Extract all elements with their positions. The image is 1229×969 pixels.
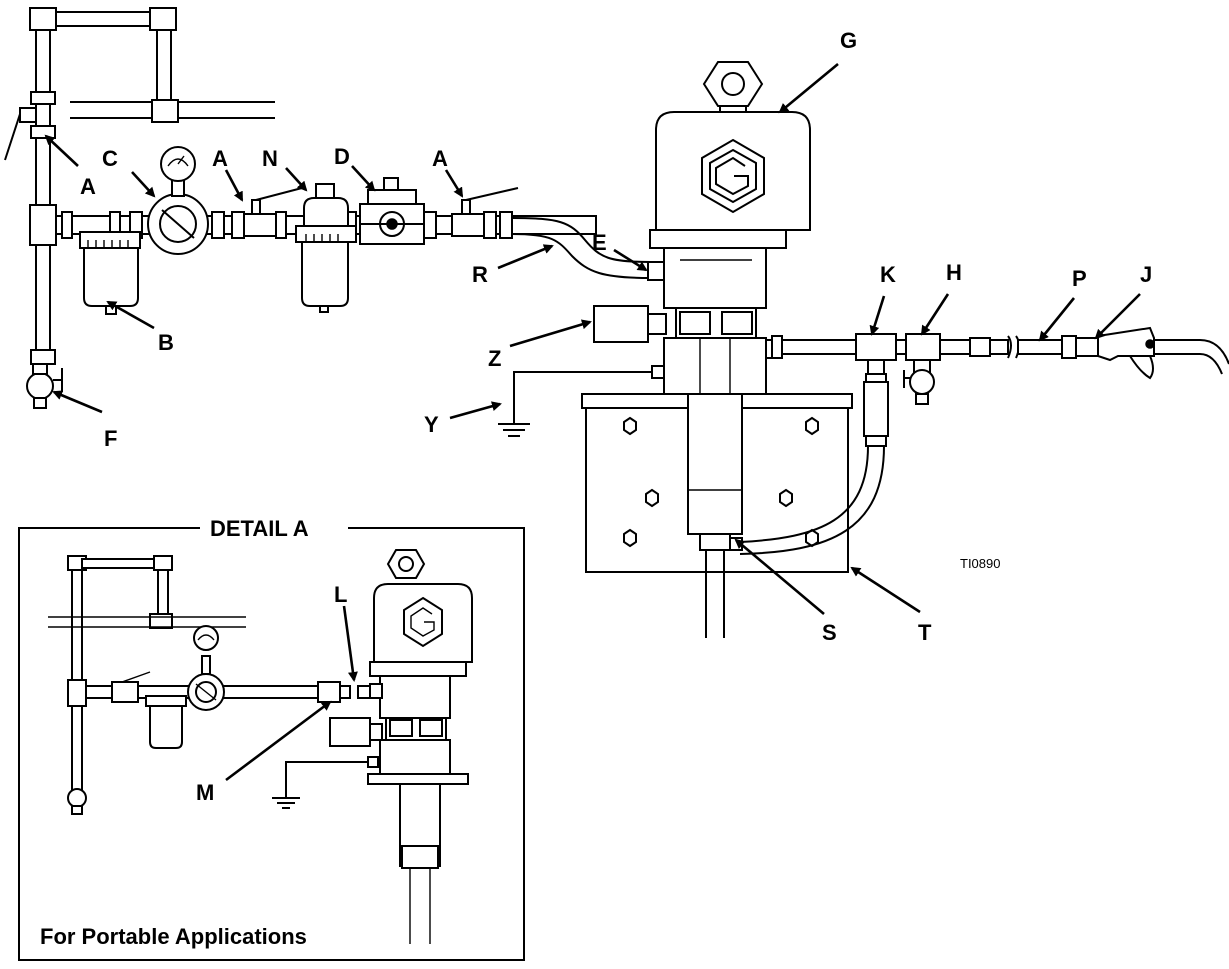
callout-r: R [472,262,488,287]
callout-k: K [880,262,896,287]
callout-j: J [1140,262,1152,287]
air-lubricator-n [295,183,357,313]
callout-f: F [104,426,117,451]
detail-a-title: DETAIL A [210,516,309,541]
detail-a-caption: For Portable Applications [40,924,307,949]
runaway-valve-d [359,177,425,245]
callout-c: C [102,146,118,171]
callout-a-mid: A [212,146,228,171]
callout-arrows [44,62,1141,615]
callout-a-drop: A [80,174,96,199]
figure-id: TI0890 [960,556,1000,571]
ground-wire-y [498,371,652,437]
callout-e: E [592,230,607,255]
callout-p: P [1072,266,1087,291]
pump-lower [687,393,743,638]
bleed-valve-a-right [451,187,519,237]
fluid-line [729,326,1229,555]
callout-n: N [262,146,278,171]
callout-a-right: A [432,146,448,171]
detail-a-panel: DETAIL A For Portable Applications [18,516,525,961]
callout-g: G [840,28,857,53]
callout-y: Y [424,412,439,437]
callout-t: T [918,620,932,645]
callout-b: B [158,330,174,355]
callout-d: D [334,144,350,169]
callout-h: H [946,260,962,285]
bleed-valve-a-mid [243,187,303,237]
air-supply-piping [4,7,275,409]
callout-m: M [196,780,214,805]
air-regulator-c [147,146,209,255]
callout-s: S [822,620,837,645]
callout-z: Z [488,346,501,371]
air-hose-r [511,217,651,279]
callout-l: L [334,582,347,607]
callout-labels: A C A N D A B E R G K H P J Z Y F S T TI… [80,28,1152,645]
